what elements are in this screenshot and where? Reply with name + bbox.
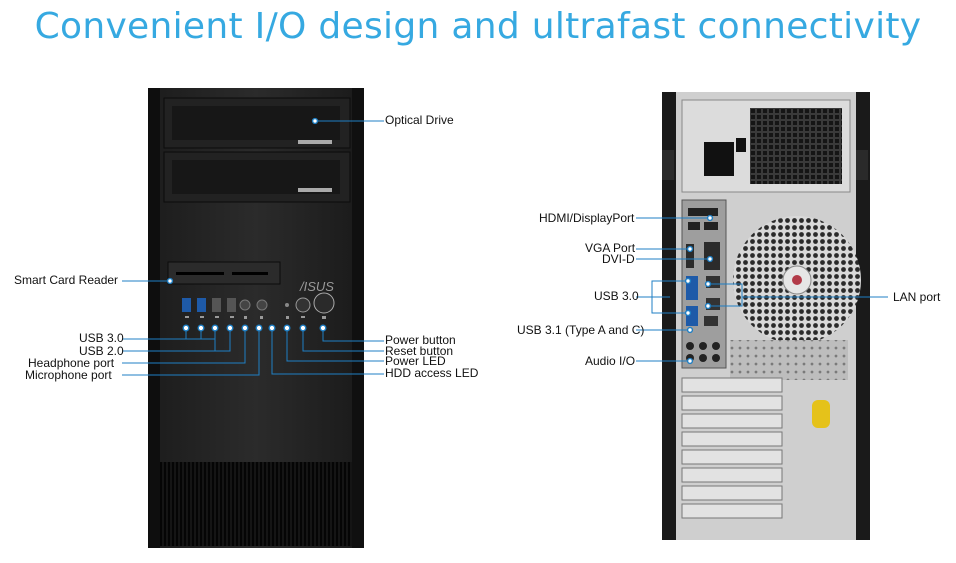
label-hdd-access-led: HDD access LED <box>385 366 479 380</box>
label-vga-port: VGA Port <box>585 241 636 255</box>
usb2-port-2 <box>227 298 236 312</box>
lock-latch <box>812 400 830 428</box>
usb3-port-1 <box>182 298 191 312</box>
displayport <box>688 208 718 216</box>
reset-button <box>295 297 311 313</box>
label-microphone-port: Microphone port <box>25 368 112 382</box>
label-optical-drive: Optical Drive <box>385 113 454 127</box>
psu-fan-grille <box>750 108 842 184</box>
label-front-usb30: USB 3.0 <box>79 331 124 345</box>
label-power-led: Power LED <box>385 354 446 368</box>
optical-eject-1 <box>298 140 332 144</box>
optical-eject-2 <box>298 188 332 192</box>
hdmi-port <box>704 222 718 230</box>
label-power-button: Power button <box>385 333 456 347</box>
label-usb31: USB 3.1 (Type A and C) <box>517 323 645 337</box>
label-rear-usb30: USB 3.0 <box>594 289 639 303</box>
usb3-port-2 <box>197 298 206 312</box>
label-reset-button: Reset button <box>385 344 454 358</box>
label-audio-io: Audio I/O <box>585 354 636 368</box>
asus-logo: /ISUS <box>299 279 334 294</box>
usb2-port-1 <box>212 298 221 312</box>
psu-switch <box>736 138 746 152</box>
vga-port <box>686 244 694 268</box>
headphone-jack <box>239 299 251 311</box>
label-headphone-port: Headphone port <box>28 356 115 370</box>
label-lan-port: LAN port <box>893 290 941 304</box>
power-inlet <box>704 142 734 176</box>
front-leader-lines <box>122 120 384 376</box>
power-button <box>313 292 335 314</box>
label-smart-card-reader: Smart Card Reader <box>14 273 119 287</box>
dvi-port <box>704 242 720 270</box>
rear-leader-lines <box>636 217 888 362</box>
rear-case <box>662 92 870 540</box>
front-markers <box>166 117 327 332</box>
front-case <box>148 88 364 548</box>
rear-markers <box>684 214 714 365</box>
label-hdmi-displayport: HDMI/DisplayPort <box>539 211 635 225</box>
card-slot <box>176 272 224 275</box>
microphone-jack <box>256 299 268 311</box>
label-dvid: DVI-D <box>602 252 635 266</box>
label-front-usb20: USB 2.0 <box>79 344 124 358</box>
page-title: Convenient I/O design and ultrafast conn… <box>34 6 922 47</box>
